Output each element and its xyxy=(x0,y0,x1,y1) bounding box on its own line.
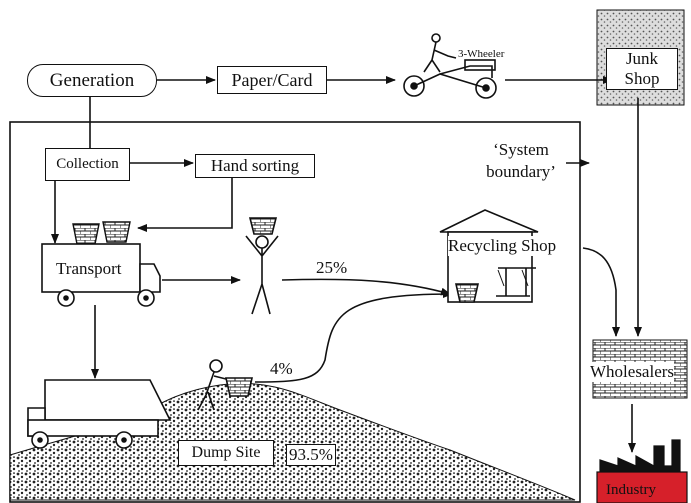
hand-sorting-label: Hand sorting xyxy=(210,156,300,175)
flow-25-label: 25% xyxy=(316,258,348,277)
collection-node: Collection xyxy=(45,148,130,181)
generation-label: Generation xyxy=(49,69,135,91)
dump-site-node: Dump Site xyxy=(178,440,274,466)
paper-card-node: Paper/Card xyxy=(217,66,327,94)
hand-sorting-node: Hand sorting xyxy=(195,154,315,178)
factory-icon xyxy=(596,439,688,503)
recycling-shop-label: Recycling Shop xyxy=(448,236,557,256)
system-boundary-box xyxy=(9,121,581,503)
dump-truck-icon xyxy=(27,379,172,449)
dump-site-share-label: 93.5% xyxy=(286,444,336,466)
system-boundary-label: ‘System boundary’ xyxy=(486,140,556,181)
generation-node: Generation xyxy=(27,64,157,97)
arrow-dump-to-recycling xyxy=(254,290,453,383)
dump-site-label: Dump Site xyxy=(191,444,261,461)
paper-card-label: Paper/Card xyxy=(231,69,313,90)
collection-label: Collection xyxy=(56,156,119,172)
waste-basket-icon xyxy=(72,221,131,245)
arrow-25-to-recycling xyxy=(281,278,451,296)
arrow-recycling-to-wholesalers xyxy=(582,247,620,337)
tricycle-icon xyxy=(403,33,497,99)
worker-icon xyxy=(245,217,279,315)
industry-label: Industry xyxy=(606,482,656,498)
transport-label: Transport xyxy=(56,259,122,279)
flow-4-label: 4% xyxy=(270,359,293,378)
recycling-shop-icon xyxy=(439,209,539,303)
three-wheeler-label: 3-Wheeler xyxy=(458,48,505,60)
junk-shop-text: Junk Shop xyxy=(624,49,660,88)
junk-shop-label: Junk Shop xyxy=(606,48,678,90)
scavenger-icon xyxy=(197,359,253,411)
wholesalers-label: Wholesalers xyxy=(590,362,675,382)
arrow-sorting-to-baskets xyxy=(137,178,233,232)
